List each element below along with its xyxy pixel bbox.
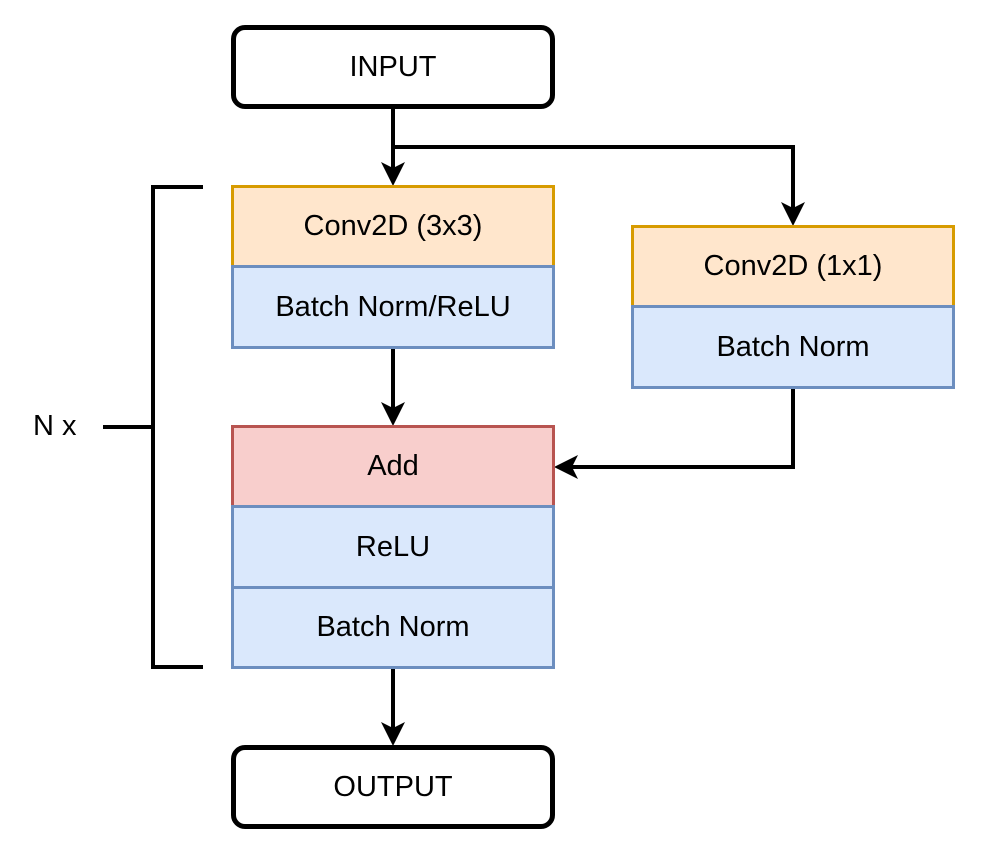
batchnorm-skip-node: Batch Norm: [631, 305, 955, 389]
relu-node: ReLU: [231, 505, 555, 589]
batchnorm-skip-node-label: Batch Norm: [716, 330, 870, 363]
arrowhead-conv3x3: [381, 162, 405, 186]
batchnorm-output-node: Batch Norm: [231, 586, 555, 669]
batchnorm-relu-node-label: Batch Norm/ReLU: [275, 290, 511, 323]
batchnorm-relu-node: Batch Norm/ReLU: [231, 265, 555, 349]
conv1x1-node: Conv2D (1x1): [631, 225, 955, 308]
add-node: Add: [231, 425, 555, 508]
output-node: OUTPUT: [231, 745, 555, 829]
conv3x3-node-label: Conv2D (3x3): [303, 210, 483, 242]
conv3x3-node: Conv2D (3x3): [231, 185, 555, 268]
output-node-label: OUTPUT: [333, 770, 453, 803]
repeat-label: N x: [33, 410, 77, 442]
arrow-skip-to-add: [566, 388, 795, 469]
arrowhead-add-top: [381, 402, 405, 426]
conv1x1-node-label: Conv2D (1x1): [703, 250, 883, 282]
batchnorm-output-node-label: Batch Norm: [316, 611, 470, 643]
input-node: INPUT: [231, 25, 555, 109]
repeat-bracket: [151, 185, 203, 669]
arrowhead-add-right: [554, 455, 578, 479]
arrowhead-output: [381, 722, 405, 746]
input-node-label: INPUT: [349, 50, 437, 83]
add-node-label: Add: [367, 450, 419, 482]
relu-node-label: ReLU: [355, 530, 431, 563]
arrowhead-conv1x1: [781, 202, 805, 226]
arrow-input-to-conv1x1: [393, 145, 795, 215]
